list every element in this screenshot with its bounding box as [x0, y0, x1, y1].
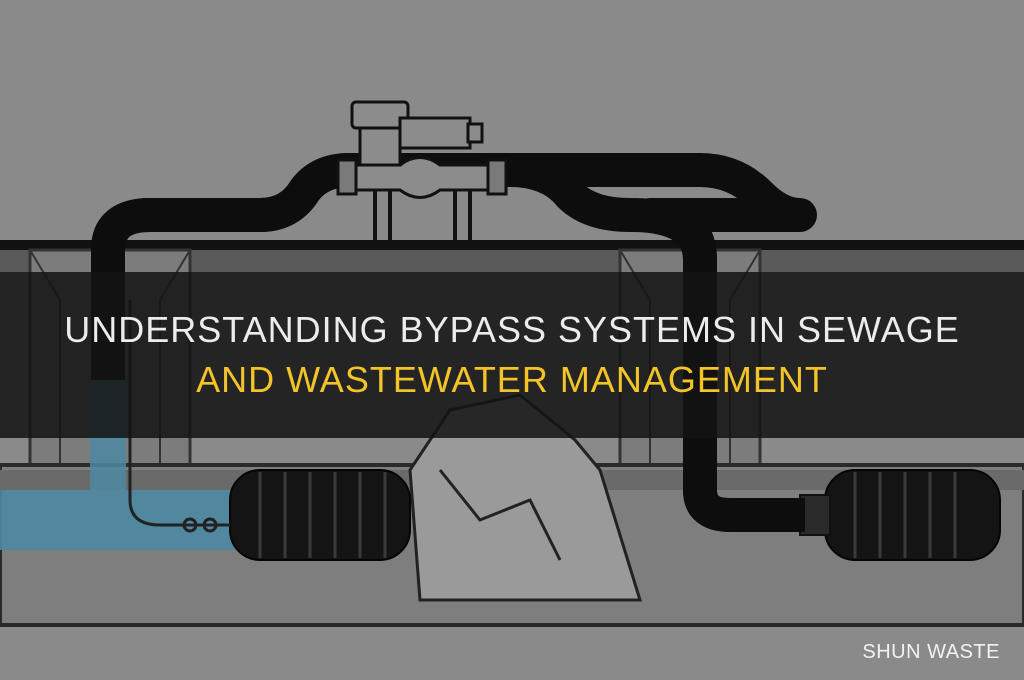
- page-title-line-2: AND WASTEWATER MANAGEMENT: [196, 359, 828, 400]
- title-banner: UNDERSTANDING BYPASS SYSTEMS IN SEWAGE A…: [0, 272, 1024, 438]
- page-title-line-1: UNDERSTANDING BYPASS SYSTEMS IN SEWAGE: [64, 309, 960, 350]
- brand-watermark: SHUN WASTE: [862, 641, 1000, 663]
